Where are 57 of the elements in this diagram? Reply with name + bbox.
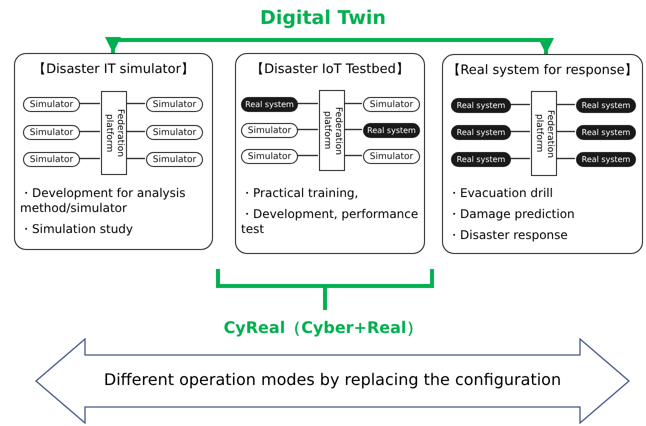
connector-line	[344, 102, 362, 104]
connector-line	[79, 130, 100, 132]
panel-box	[442, 54, 643, 254]
bullet-item: ・Simulation study	[20, 222, 134, 237]
connector-line	[126, 102, 145, 104]
simulator-pill: Simulator	[146, 97, 203, 112]
connector-line	[344, 154, 362, 156]
platform-box: Federation platform	[101, 91, 127, 175]
bullet-item: ・Evacuation drill	[448, 186, 554, 201]
double-arrow-line	[105, 37, 554, 54]
simulator-pill: Simulator	[23, 97, 80, 112]
connector-line	[297, 102, 318, 104]
system-pill: Real system	[576, 152, 636, 167]
system-pill: Real system	[576, 125, 636, 140]
panel-box	[14, 53, 213, 250]
bullet-item: ・Damage prediction	[448, 207, 576, 222]
edge-label: Digital Twin	[260, 7, 386, 29]
connector-line	[297, 154, 318, 156]
connector-line	[556, 158, 575, 160]
simulator-pill: Simulator	[146, 152, 203, 167]
simulator-pill: Simulator	[23, 125, 80, 140]
system-pill: Real system	[576, 98, 636, 113]
connector-line	[510, 158, 530, 160]
bullet-item: ・Development for analysis method/simulator	[20, 186, 186, 216]
system-pill: Real system	[241, 97, 298, 112]
bullet-item: ・Practical training,	[241, 186, 360, 201]
connector-line	[79, 158, 100, 160]
platform-box: Federation platform	[319, 90, 345, 171]
simulator-pill: Simulator	[241, 149, 298, 164]
system-pill: Real system	[451, 125, 511, 140]
bullet-item: ・Disaster response	[448, 228, 569, 243]
double-arrow	[35, 338, 630, 424]
connector-line	[126, 158, 145, 160]
system-pill: Real system	[451, 152, 511, 167]
system-pill: Real system	[451, 98, 511, 113]
simulator-pill: Simulator	[241, 123, 298, 138]
system-pill: Real system	[363, 123, 420, 138]
simulator-pill: Simulator	[146, 125, 203, 140]
panel-heading: 【Disaster IT simulator】	[32, 61, 195, 78]
connector-line	[556, 104, 575, 106]
panel-heading: 【Disaster IoT Testbed】	[250, 61, 410, 78]
connector-line	[79, 102, 100, 104]
connector-line	[556, 130, 575, 132]
connector-line	[297, 128, 318, 130]
connector-line	[510, 130, 530, 132]
bracket-label: CyReal（Cyber+Real）	[224, 318, 422, 337]
simulator-pill: Simulator	[23, 152, 80, 167]
bullet-item: ・Development, performance test	[241, 207, 420, 237]
platform-box: Federation platform	[531, 91, 557, 176]
panel-box	[235, 53, 425, 254]
connector-line	[510, 104, 530, 106]
connector-line	[126, 130, 145, 132]
arrow-text: Different operation modes by replacing the configuration	[102, 370, 562, 389]
panel-heading: 【Real system for response】	[446, 62, 639, 79]
simulator-pill: Simulator	[363, 149, 420, 164]
simulator-pill: Simulator	[363, 97, 420, 112]
connector-line	[344, 128, 362, 130]
